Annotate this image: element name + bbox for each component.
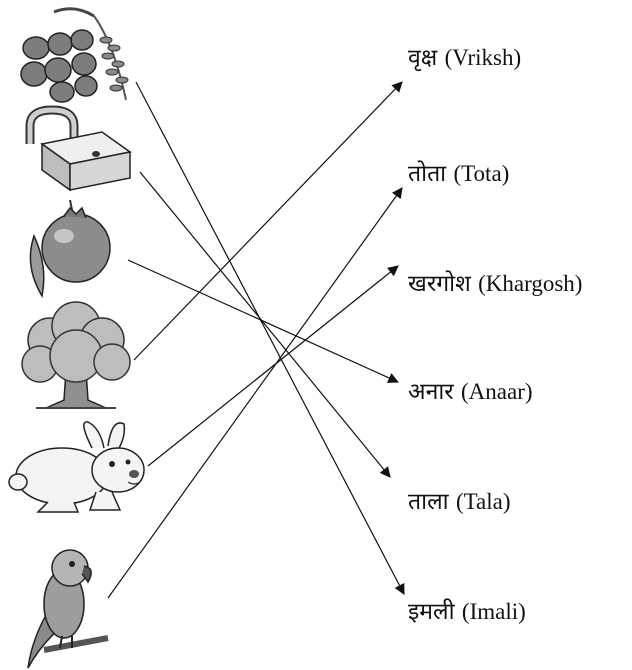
padlock-icon	[25, 105, 132, 192]
word-tota: तोता (Tota)	[408, 161, 510, 187]
tree-icon	[21, 301, 131, 409]
match-arrow-khargosh	[147, 265, 399, 467]
word-vriksh: वृक्ष (Vriksh)	[408, 45, 522, 71]
tamarind-icon	[20, 7, 129, 103]
word-tala: ताला (Tala)	[408, 489, 511, 515]
word-imali: इमली (Imali)	[408, 599, 526, 625]
match-arrow-vriksh	[133, 81, 403, 361]
match-arrow-anaar	[127, 259, 399, 383]
match-arrow-tala	[139, 171, 391, 478]
parrot-icon	[27, 549, 109, 669]
pomegranate-icon	[29, 199, 111, 299]
rabbit-icon	[8, 421, 145, 513]
match-arrow-tota	[107, 187, 403, 599]
word-khargosh: खरगोश (Khargosh)	[408, 271, 583, 297]
word-anaar: अनार (Anaar)	[408, 379, 533, 405]
match-arrow-imali	[135, 81, 405, 595]
